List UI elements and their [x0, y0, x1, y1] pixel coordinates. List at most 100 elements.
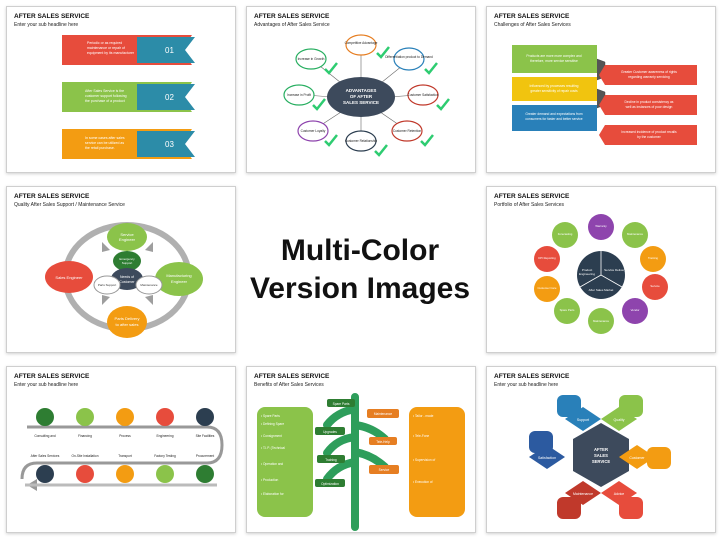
svg-text:Customer Care: Customer Care	[538, 286, 557, 290]
list-item: 01 Periodic or as required maintenance o…	[62, 35, 195, 65]
svg-text:On-Site Installation: On-Site Installation	[72, 454, 99, 458]
svg-text:• Supervision of: • Supervision of	[413, 458, 435, 462]
svg-text:the purchase of a product: the purchase of a product	[85, 99, 125, 103]
check-icon	[312, 46, 450, 157]
svg-text:• Tailor - made: • Tailor - made	[413, 414, 434, 418]
svg-text:Process: Process	[119, 434, 131, 438]
svg-text:Warranty: Warranty	[595, 224, 607, 228]
svg-text:Maintenance: Maintenance	[374, 412, 392, 416]
svg-text:equipment by its manufacturer: equipment by its manufacturer	[87, 51, 135, 55]
slide-subtitle: Benefits of After Sales Services	[254, 382, 324, 388]
svg-text:Procurement: Procurement	[196, 454, 214, 458]
node-label: Customer Loyalty	[301, 129, 326, 133]
svg-text:• Tele-Fone: • Tele-Fone	[413, 434, 429, 438]
svg-text:Maintenance: Maintenance	[573, 492, 593, 496]
slide-subtitle: Portfolio of After Sales Services	[494, 202, 565, 208]
svg-text:After Sales Service is the: After Sales Service is the	[85, 89, 124, 93]
svg-text:Periodic or as required: Periodic or as required	[87, 41, 122, 45]
svg-text:to after sales: to after sales	[116, 322, 139, 327]
advantages-diagram: ADVANTAGES OF AFTER SALES SERVICE Compet…	[283, 34, 450, 157]
svg-text:• Spare Parts: • Spare Parts	[261, 414, 280, 418]
svg-text:Site Facilities: Site Facilities	[196, 434, 215, 438]
svg-text:Customer: Customer	[119, 280, 135, 284]
svg-text:maintenance or repair of: maintenance or repair of	[87, 46, 125, 50]
node-label: Increase in Profit	[287, 93, 311, 97]
svg-text:therefore, more service sensit: therefore, more service sensitive	[530, 59, 578, 63]
heading-line-1: Multi-Color	[280, 234, 440, 267]
svg-text:regarding warranty servicing: regarding warranty servicing	[628, 75, 670, 79]
svg-text:After Sales Services: After Sales Services	[31, 454, 60, 458]
svg-text:by the customer: by the customer	[637, 135, 661, 139]
numbered-list-graphic: 01 Periodic or as required maintenance o…	[62, 35, 195, 159]
svg-text:Manufacturing: Manufacturing	[166, 273, 191, 278]
svg-text:Engineer: Engineer	[171, 279, 188, 284]
svg-text:SERVICE: SERVICE	[592, 459, 611, 464]
svg-text:Consulting and: Consulting and	[34, 434, 55, 438]
node-label: Customer Relationship	[345, 139, 377, 143]
svg-text:Advice: Advice	[614, 492, 625, 496]
thumbnail-slide-2[interactable]: AFTER SALES SERVICE Advantages of After …	[246, 6, 476, 173]
svg-text:AFTER: AFTER	[594, 447, 608, 452]
svg-text:KPI Reporting: KPI Reporting	[538, 256, 556, 260]
thumbnail-slide-6[interactable]: AFTER SALES SERVICE Enter your sub headl…	[6, 366, 236, 533]
thumbnail-slide-8[interactable]: AFTER SALES SERVICE Enter your sub headl…	[486, 366, 716, 533]
svg-text:Transport: Transport	[118, 454, 132, 458]
svg-text:• Operation and: • Operation and	[261, 462, 283, 466]
svg-text:Engineer: Engineer	[119, 237, 136, 242]
svg-text:Maintenance: Maintenance	[593, 319, 609, 323]
svg-text:service can be utilized as: service can be utilized as	[85, 141, 124, 145]
center-heading: Multi-Color Version Images	[240, 232, 480, 308]
slide-title: AFTER SALES SERVICE	[14, 193, 90, 200]
item-number: 02	[165, 93, 174, 102]
svg-text:After Sales Market: After Sales Market	[589, 288, 614, 292]
thumbnail-slide-5[interactable]: AFTER SALES SERVICE Portfolio of After S…	[486, 186, 716, 353]
challenges-graphic: Products are more more complex and there…	[512, 45, 697, 145]
svg-text:Upgrades: Upgrades	[323, 430, 337, 434]
svg-text:Quality: Quality	[614, 418, 625, 422]
item-number: 03	[165, 140, 174, 149]
node-label: Increase in Growth	[298, 57, 325, 61]
svg-text:Products are more more complex: Products are more more complex and	[526, 54, 581, 58]
svg-text:Training: Training	[648, 256, 658, 260]
svg-text:Tele-Help: Tele-Help	[376, 440, 390, 444]
svg-text:Engineering: Engineering	[579, 272, 595, 276]
svg-text:well as instances of poor desi: well as instances of poor design	[626, 105, 673, 109]
svg-text:Influenced by processes result: Influenced by processes resulting	[530, 84, 579, 88]
svg-text:Maintenance: Maintenance	[627, 232, 643, 236]
thumbnail-slide-4[interactable]: AFTER SALES SERVICE Quality After Sales …	[6, 186, 236, 353]
svg-text:Product: Product	[582, 268, 593, 272]
svg-text:Greater demand and expectation: Greater demand and expectations from	[525, 112, 583, 116]
thumbnail-slide-7[interactable]: AFTER SALES SERVICE Benefits of After Sa…	[246, 366, 476, 533]
list-item: 02 After Sales Service is the customer s…	[62, 82, 195, 112]
thumbnail-slide-1[interactable]: AFTER SALES SERVICE Enter your sub headl…	[6, 6, 236, 173]
slide-title: AFTER SALES SERVICE	[494, 373, 570, 380]
heading-line-2: Version Images	[249, 272, 471, 305]
svg-text:consumers for faster and bette: consumers for faster and better service	[525, 117, 582, 121]
svg-text:Support: Support	[577, 418, 589, 422]
svg-text:Satisfaction: Satisfaction	[538, 456, 556, 460]
thumbnail-slide-3[interactable]: AFTER SALES SERVICE Challenges of After …	[486, 6, 716, 173]
svg-text:Training: Training	[325, 458, 337, 462]
svg-text:Engineering: Engineering	[156, 434, 173, 438]
slide-subtitle: Quality After Sales Support / Maintenanc…	[14, 202, 125, 208]
svg-text:SALES SERVICE: SALES SERVICE	[343, 100, 379, 105]
list-item: 03 In some cases after sales service can…	[62, 129, 195, 159]
svg-text:Spare Parts: Spare Parts	[333, 402, 350, 406]
svg-text:Needs of: Needs of	[120, 275, 134, 279]
slide-subtitle: Enter your sub headline here	[494, 382, 559, 388]
svg-text:Maintenance: Maintenance	[140, 283, 158, 287]
slide-title: AFTER SALES SERVICE	[14, 373, 90, 380]
svg-text:Support: Support	[122, 261, 133, 265]
svg-text:Service: Service	[650, 284, 660, 288]
node-label: Competitive Advantage	[345, 41, 378, 45]
slide-subtitle: Enter your sub headline here	[14, 382, 79, 388]
svg-text:• Elaboration for: • Elaboration for	[261, 492, 285, 496]
svg-text:customer support following: customer support following	[85, 94, 127, 98]
node-label: Customer Satisfaction	[407, 93, 438, 97]
svg-text:Optimization: Optimization	[321, 482, 339, 486]
svg-text:Forecasting: Forecasting	[558, 232, 573, 236]
svg-text:greater sensitivity of repair: greater sensitivity of repair costs	[530, 89, 578, 93]
